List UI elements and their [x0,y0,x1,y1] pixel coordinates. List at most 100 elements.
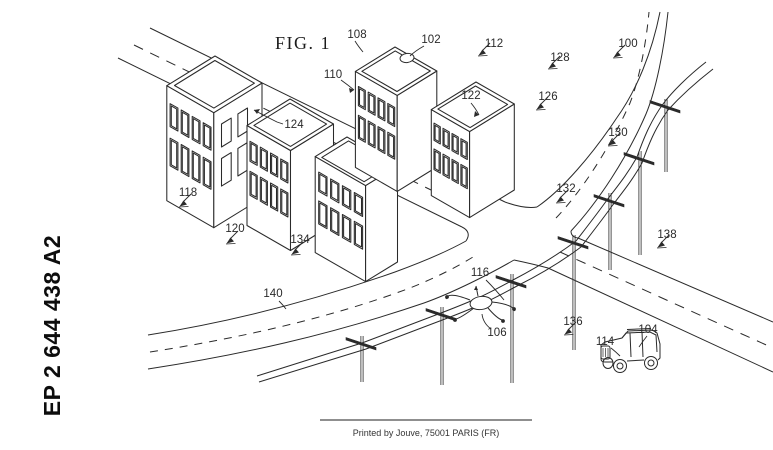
window-inner [443,130,449,148]
leader-114 [610,347,621,357]
glyph-base [563,334,574,336]
window-inner [461,140,467,158]
glyph-arrowhead [226,237,234,244]
ref-label-102: 102 [421,34,440,46]
glyph-arrowhead [536,103,544,110]
car-upper-body [600,329,661,356]
car-wheel [602,357,614,369]
ref-label-100: 100 [618,38,637,50]
window-inner [434,124,440,143]
footer-rule [320,419,532,421]
reference-arrow-glyph [535,96,549,111]
window-inner [281,190,288,216]
window [377,126,386,155]
pole-crossarm [345,337,377,351]
building-roof [166,55,263,114]
intersection-corner [504,201,538,208]
window [353,191,364,218]
window-inner [281,160,288,182]
pole-shaft [572,235,576,350]
drone-body [469,295,493,311]
utility-pole [425,307,457,385]
window-inner [368,122,375,147]
window [269,152,279,178]
drone-arm [487,307,503,321]
window [180,109,190,139]
window-inner [368,93,375,114]
utility-pole [623,151,655,255]
window-inner [452,160,458,182]
window-inner [271,154,278,176]
glyph-arrowhead [613,51,621,58]
window [180,143,190,178]
window [202,122,212,151]
window [357,114,366,143]
utility-pole [649,99,681,172]
window-inner [319,202,327,228]
line-inspection-drone [445,285,516,323]
print-footer: Printed by Jouve, 75001 PARIS (FR) [320,419,532,438]
drone-arm [491,301,516,312]
glyph-base [290,254,301,256]
pole-crossarm [495,275,527,289]
window-inner [443,155,449,177]
leader-102 [409,45,425,57]
intersection-corner [513,259,549,269]
reference-arrow-glyph [547,55,561,70]
drone-arm [445,294,471,301]
window-inner [181,146,189,175]
window-inner [343,187,351,208]
pole-shaft [608,193,612,270]
window [202,156,212,190]
pole-shaft [664,99,668,172]
window-inner [452,135,458,153]
building-roof [430,81,515,133]
glyph-base [656,247,667,249]
utility-pole [557,235,589,350]
window [318,200,328,230]
utility-pole [593,193,625,270]
window-inner [388,105,395,125]
utility-poles-group [345,99,681,385]
window [237,141,249,177]
drone-rotor [501,319,505,323]
window [387,131,396,160]
street-edge [570,11,669,232]
footer-text: Printed by Jouve, 75001 PARIS (FR) [352,428,500,438]
window-inner [378,99,385,120]
reference-arrow-glyph [656,234,670,249]
ref-label-106: 106 [487,327,506,339]
window [341,213,352,243]
window-inner [271,184,278,210]
drone-rotor [453,318,457,322]
glyph-base [607,145,618,147]
glyph-arrowhead [548,62,556,69]
leader-110-arrowhead [349,88,354,93]
window [357,85,366,111]
leader-116 [485,279,505,301]
ref-label-124: 124 [284,119,304,131]
buildings-group [166,46,515,283]
power-line-wire [258,68,714,383]
street-edge [147,259,515,370]
window [280,188,289,218]
window-inner [343,216,351,241]
leader-122-arrowhead [474,111,479,117]
glyph-base [535,109,546,111]
glyph-arrowhead [564,328,572,335]
window [353,220,364,250]
glyph-arrowhead [179,200,187,207]
ref-label-114: 114 [596,336,615,348]
street-centerline [149,256,474,353]
ref-label-110: 110 [324,69,342,81]
leader-124-arrowhead [254,109,260,114]
window [191,115,201,145]
building-roof [354,46,438,96]
ref-label-128: 128 [550,52,569,64]
window-inner [170,139,178,169]
leader-140 [278,300,287,310]
glyph-base [555,202,566,204]
glyph-arrowhead [478,49,486,56]
car-wheel [644,356,658,370]
glyph-arrowhead [608,139,616,146]
